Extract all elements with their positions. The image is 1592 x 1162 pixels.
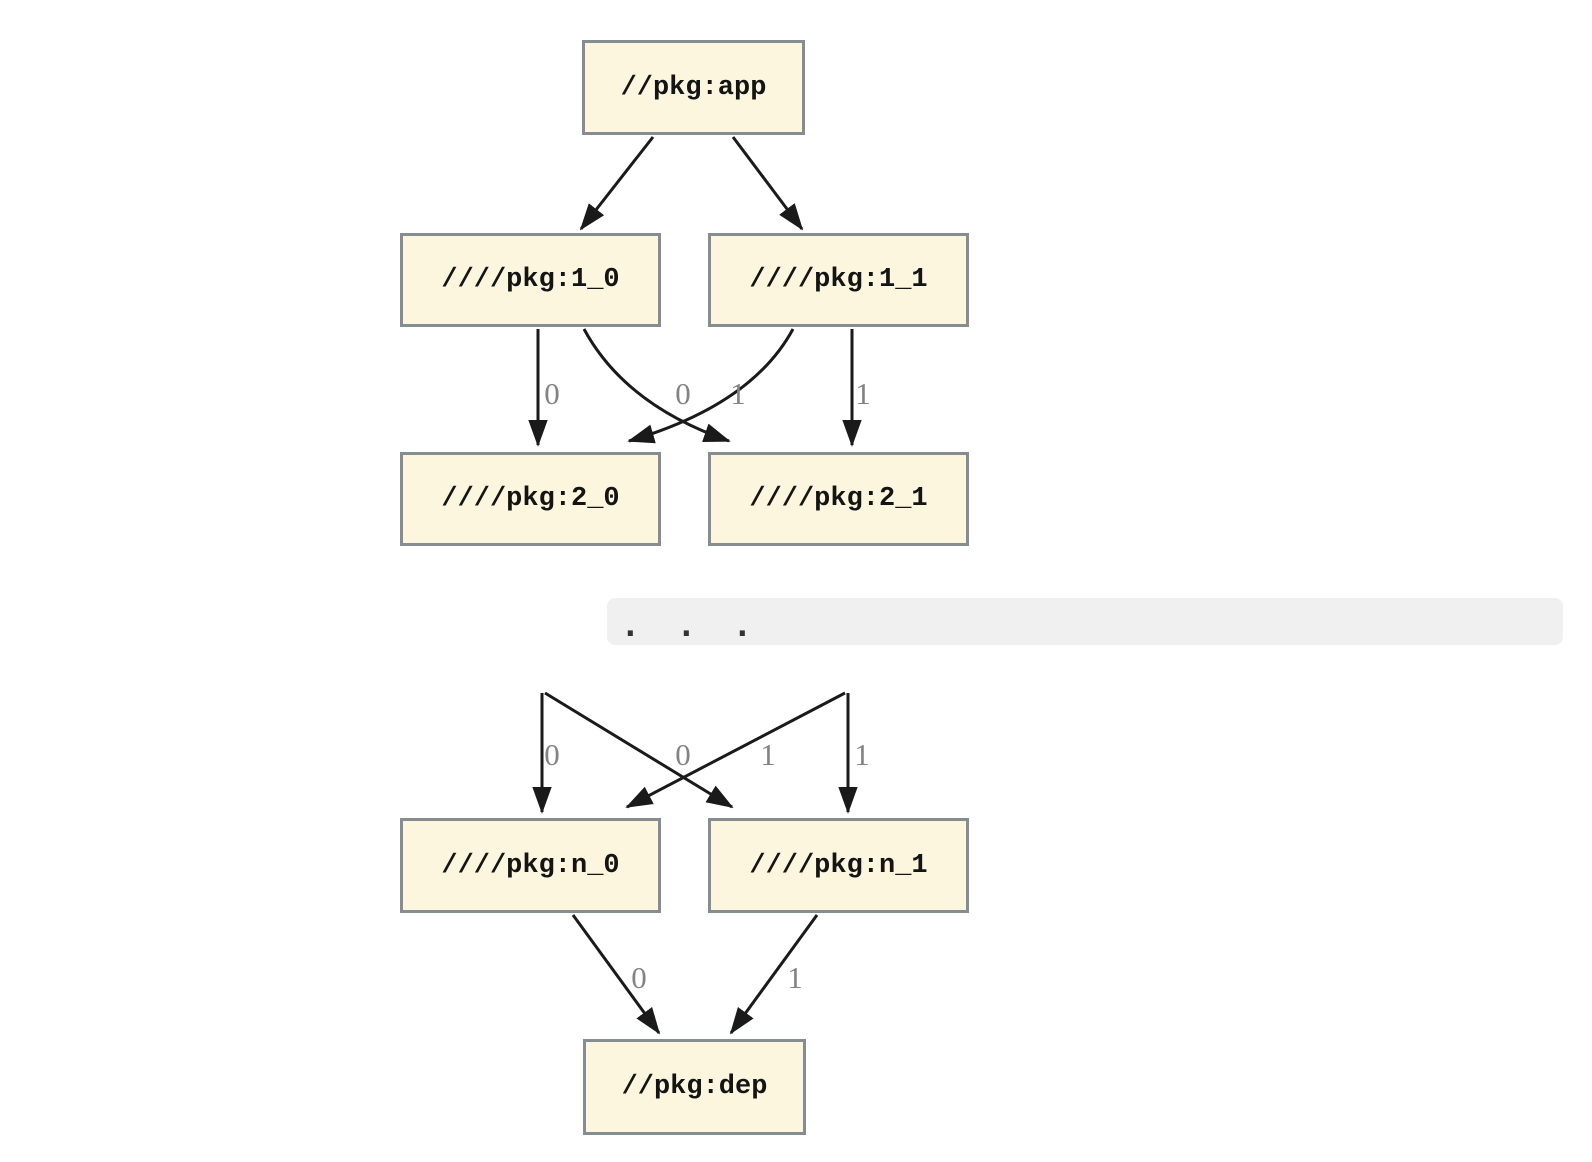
node-pkg-dep-label: //pkg:dep [621, 1072, 768, 1102]
node-pkg-2_0-label: ////pkg:2_0 [441, 484, 620, 514]
edge-app-to-1_0 [579, 136, 655, 231]
edge-label-1_0-2_1: 1 [730, 376, 746, 411]
node-pkg-n_0: ////pkg:n_0 [400, 818, 661, 913]
node-pkg-1_1-label: ////pkg:1_1 [749, 265, 928, 295]
edge-1_1-to-2_0 [627, 328, 795, 444]
node-pkg-n_0-label: ////pkg:n_0 [441, 850, 620, 881]
edge-label-prev-n_1-straight: 1 [854, 737, 870, 772]
edge-label-n_1-dep: 1 [787, 960, 803, 995]
node-pkg-2_0: ////pkg:2_0 [400, 452, 661, 546]
node-pkg-1_1: ////pkg:1_1 [708, 233, 969, 327]
node-pkg-1_0-label: ////pkg:1_0 [441, 265, 620, 295]
edge-label-prev-n_0-straight: 0 [544, 737, 560, 772]
edge-app-to-1_1 [731, 136, 804, 231]
edge-label-prev-n_0-cross: 0 [675, 737, 691, 772]
ellipsis-code-block: . . . [607, 598, 1563, 645]
node-pkg-app-label: //pkg:app [620, 72, 767, 103]
edge-n_1-to-dep [729, 914, 819, 1035]
node-pkg-2_1: ////pkg:2_1 [708, 452, 969, 546]
edge-label-1_1-2_0: 0 [675, 376, 691, 411]
edge-label-1_1-2_1: 1 [855, 376, 871, 411]
edge-1_0-to-2_1 [582, 328, 731, 443]
edge-n_0-to-dep [571, 914, 661, 1035]
edge-label-n_0-dep: 0 [631, 960, 647, 995]
node-pkg-1_0: ////pkg:1_0 [400, 233, 661, 327]
ellipsis-text: . . . [621, 607, 752, 644]
node-pkg-app: //pkg:app [582, 40, 805, 135]
edge-label-1_0-2_0: 0 [544, 376, 560, 411]
edge-label-prev-n_1-cross: 1 [760, 737, 776, 772]
edge-prev-to-n_0-cross [625, 691, 846, 809]
edge-prev-to-n_1-cross [544, 691, 734, 809]
node-pkg-dep: //pkg:dep [583, 1039, 806, 1135]
node-pkg-n_1-label: ////pkg:n_1 [749, 850, 928, 881]
node-pkg-n_1: ////pkg:n_1 [708, 818, 969, 913]
node-pkg-2_1-label: ////pkg:2_1 [749, 484, 928, 514]
